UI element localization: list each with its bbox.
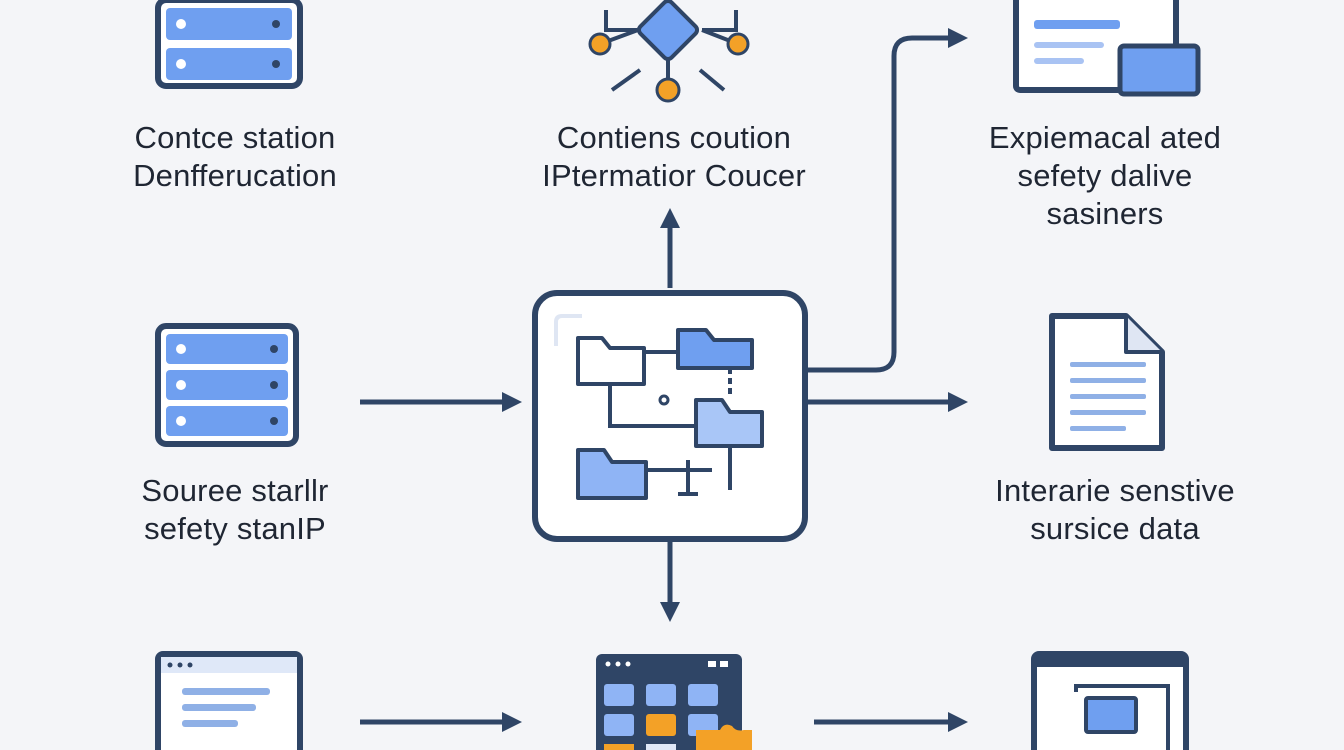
server-icon-top-left bbox=[155, 0, 303, 89]
label-line: Interarie senstive bbox=[995, 473, 1235, 508]
network-diamond-icon bbox=[588, 0, 750, 103]
label-top-center: Contiens coution IPtermatior Coucer bbox=[500, 119, 848, 195]
label-line: Expiemacal ated bbox=[988, 120, 1222, 155]
folder-icon-bottom-left bbox=[576, 448, 648, 500]
calendar-grid-icon bbox=[596, 654, 752, 750]
server-icon-middle-left bbox=[155, 323, 299, 447]
label-line: Souree starllr bbox=[141, 473, 329, 508]
folder-icon-top-right bbox=[676, 328, 754, 370]
screen-icon bbox=[1031, 651, 1189, 750]
label-top-right: Expiemacal ated sefety dalive sasiners bbox=[955, 119, 1255, 233]
label-line: sasiners bbox=[1046, 196, 1164, 231]
window-display-icon bbox=[1013, 0, 1201, 97]
folder-icon-middle bbox=[694, 398, 764, 448]
label-line: Contce station bbox=[134, 120, 336, 155]
label-line: sefety stanIP bbox=[144, 511, 326, 546]
label-line: sursice data bbox=[1030, 511, 1200, 546]
browser-window-icon bbox=[155, 651, 303, 750]
label-line: Denfferucation bbox=[133, 158, 337, 193]
folder-icon-top-left bbox=[576, 336, 646, 386]
label-line: Contiens coution bbox=[556, 120, 792, 155]
label-middle-right: Interarie senstive sursice data bbox=[960, 472, 1270, 548]
label-line: IPtermatior Coucer bbox=[542, 158, 806, 193]
central-folder-hub bbox=[532, 290, 808, 542]
label-middle-left: Souree starllr sefety stanIP bbox=[90, 472, 380, 548]
label-line: sefety dalive bbox=[1017, 158, 1193, 193]
label-top-left: Contce station Denfferucation bbox=[90, 119, 380, 195]
arrow-hub-to-top-right bbox=[806, 28, 968, 373]
document-icon bbox=[1049, 313, 1165, 451]
